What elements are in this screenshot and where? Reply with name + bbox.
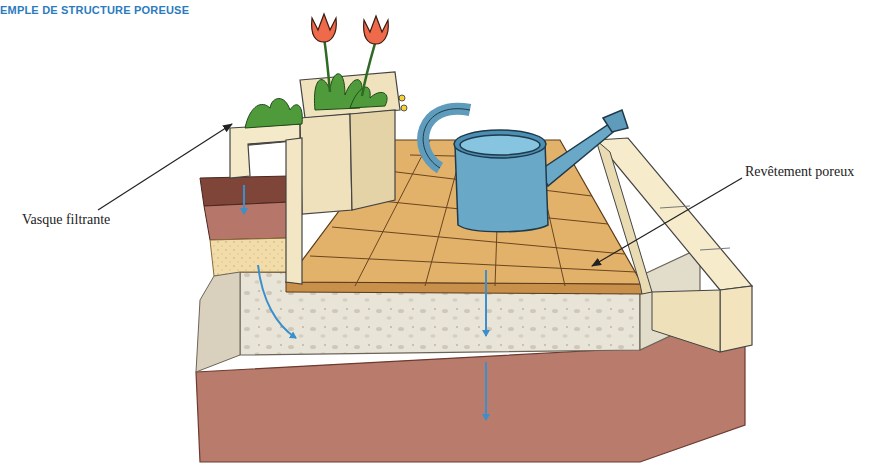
curb-side <box>652 290 720 352</box>
sand-layer <box>210 238 290 278</box>
curb-front <box>720 286 752 352</box>
curb-inner <box>596 140 652 294</box>
tulips <box>312 14 389 44</box>
buds <box>399 95 407 111</box>
callout-label: Revêtement poreux <box>745 164 854 180</box>
tulip-stems <box>324 38 376 96</box>
planter-post <box>286 138 302 284</box>
planter-box-side <box>350 110 395 210</box>
planter-box <box>300 114 352 214</box>
curb-joints <box>660 206 730 250</box>
leader-lines <box>98 124 742 266</box>
soil-layer <box>204 202 290 240</box>
soil-side <box>196 272 240 372</box>
water-arrows <box>244 185 486 420</box>
watering-can <box>423 109 628 232</box>
callout-label: Vasque filtrante <box>22 212 110 228</box>
diagram-title: EMPLE DE STRUCTURE POREUSE <box>0 4 189 16</box>
